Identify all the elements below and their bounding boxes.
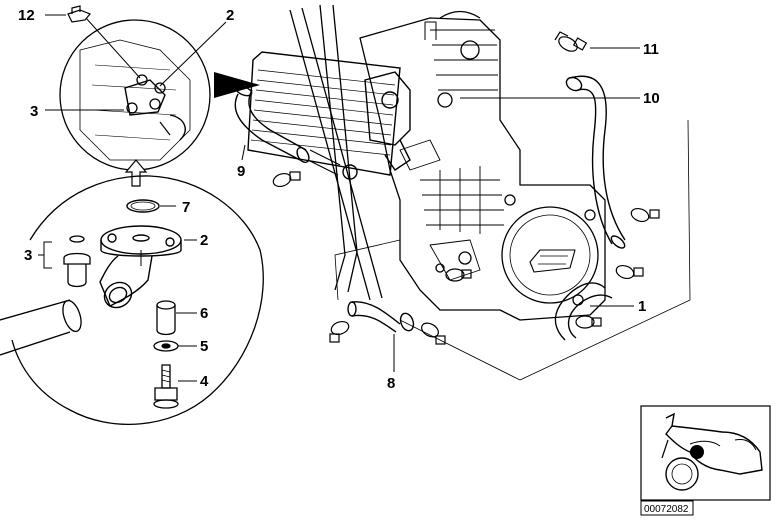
callout-8: 8: [387, 375, 395, 392]
pointer-arrow: [214, 72, 260, 98]
clamp-bottom-left: [329, 320, 350, 343]
callout-2-top: 2: [226, 7, 234, 24]
clamp-bottom-mid: [421, 322, 446, 345]
callout-10: 10: [643, 90, 660, 107]
callout-12: 12: [18, 7, 35, 24]
clamp-upper-left: [272, 171, 301, 188]
location-marker-icon: [690, 445, 704, 459]
hose-10: [565, 75, 626, 249]
hose-clamps: [272, 31, 660, 345]
callouts: 12 2 3 7 3 2 6 5 4 11 10 9 1 8: [18, 7, 660, 392]
detail-circle-main: [0, 175, 264, 425]
clamp-right-upper: [630, 207, 660, 223]
part-o-ring-7: [126, 199, 160, 213]
callout-9: 9: [237, 163, 245, 180]
motorcycle-silhouette-icon: [661, 412, 763, 491]
clamp-lower-right: [575, 315, 602, 329]
clamp-right-mid: [615, 264, 644, 280]
part-screw-12: [67, 5, 91, 23]
hose-8: [347, 301, 415, 333]
callout-4: 4: [200, 373, 209, 390]
leader-lines: [38, 14, 640, 382]
callout-1: 1: [638, 298, 646, 315]
thumbnail-frame: [640, 405, 771, 501]
callout-7: 7: [182, 199, 190, 216]
callout-2-mid: 2: [200, 232, 208, 249]
thumbnail-code: 00072082: [644, 504, 689, 515]
part-washer-5: [153, 340, 179, 352]
hose-1: [554, 282, 613, 341]
part-bolt-4: [153, 364, 179, 409]
callout-3-left: 3: [24, 247, 32, 264]
radiator: [247, 51, 411, 176]
thumbnail-code-box: [640, 500, 694, 516]
callout-11: 11: [643, 41, 659, 58]
callout-3-top: 3: [30, 103, 38, 120]
engine-assembly: [359, 10, 606, 321]
clamp-engine: [445, 268, 472, 282]
up-arrow: [124, 159, 148, 187]
clamp-11: [554, 31, 588, 52]
callout-6: 6: [200, 305, 208, 322]
frame-tubes: [289, 4, 383, 301]
detail-circle-top: [59, 19, 211, 171]
callout-5: 5: [200, 338, 208, 355]
assembly-outline: [334, 119, 691, 381]
part-plug-3: [63, 235, 91, 288]
motorcycle-thumbnail: 00072082: [640, 405, 771, 516]
part-sleeve-6: [156, 300, 176, 336]
part-flange-elbow-2: [99, 225, 182, 309]
hose-9: [234, 85, 358, 180]
